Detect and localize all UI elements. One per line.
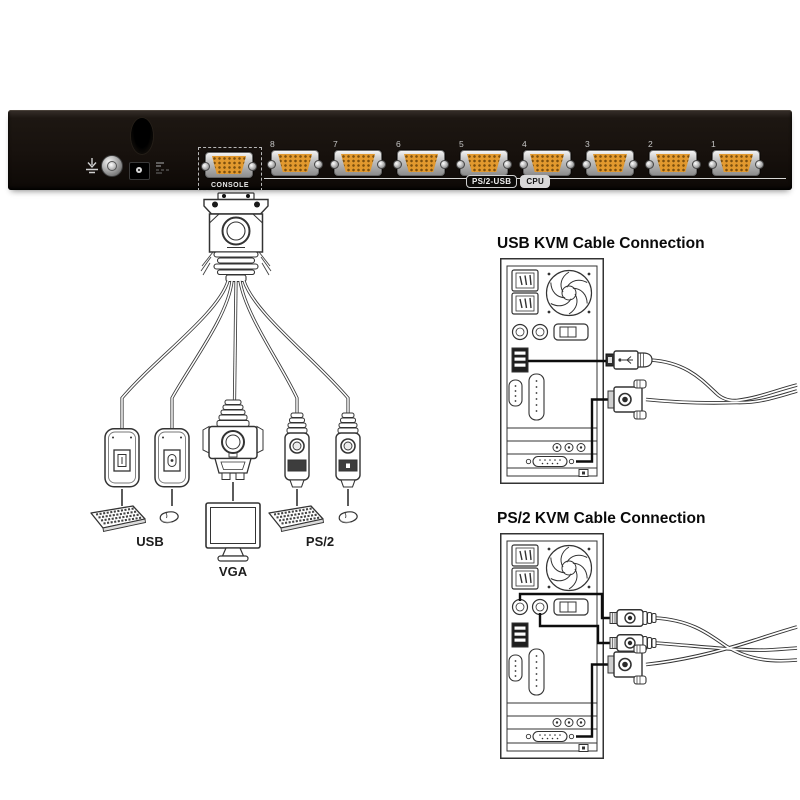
cpu-port-number: 6 [396,139,401,149]
usb-cables [645,358,798,405]
keyboard-icon [89,504,147,533]
console-cable-strands [120,280,350,428]
leader-lines [121,482,349,506]
computer-rear-panel-usb [500,258,604,484]
cpu-port-7: 7 [330,139,386,176]
vga-cable-plug [607,379,647,420]
port-screw [755,159,764,169]
usb-section-title: USB KVM Cable Connection [497,235,705,252]
ps2-mouse-plug-icon [335,412,361,488]
ps2-keyboard-connection-line [518,592,611,620]
cpu-port-number: 1 [711,139,716,149]
cpu-port-2: 2 [645,139,701,176]
ps2-mouse-cable-plug [609,634,657,652]
ps2-section-title: PS/2 KVM Cable Connection [497,510,706,527]
cpu-port-number: 8 [270,139,275,149]
usb-connection-diagram [500,258,798,484]
badge-cpu: CPU [520,175,551,188]
port-screw [692,159,701,169]
power-label-icon [156,162,169,174]
port-face [212,156,246,174]
console-vga-port [201,152,257,178]
vga-connection-line [576,663,609,738]
cpu-ports-legend: PS/2-USB CPU [466,175,551,188]
cpu-port-number: 4 [522,139,527,149]
cpu-port-number: 3 [585,139,590,149]
port-screw [393,159,402,169]
ps2-mouse-connection-line [538,613,611,645]
label-vga: VGA [218,564,248,579]
port-screw [314,159,323,169]
console-cable-connector [200,192,272,283]
cpu-port-number: 7 [333,139,338,149]
usb-cable-plug [605,350,653,370]
port-screw [267,159,276,169]
port-screw [566,159,575,169]
cpu-port-1: 1 [708,139,764,176]
badge-ps2-usb: PS/2-USB [466,175,518,188]
port-screw [248,161,257,171]
port-screw [503,159,512,169]
cpu-port-6: 6 [393,139,449,176]
port-screw [456,159,465,169]
port-screw [582,159,591,169]
vga-plug-icon [202,399,264,481]
port-screw [519,159,528,169]
dc-power-jack [129,162,150,180]
cpu-port-number: 2 [648,139,653,149]
port-screw [440,159,449,169]
ground-terminal-icon [86,158,98,174]
mouse-icon [338,511,358,524]
port-screw [330,159,339,169]
mounting-hole [131,118,153,154]
usb-keyboard-plug-icon [104,428,140,488]
cpu-port-number: 5 [459,139,464,149]
ps2-connection-diagram [500,533,798,759]
usb-mouse-plug-icon [154,428,190,488]
label-usb: USB [136,534,164,549]
port-screw [629,159,638,169]
cpu-port-8: 8 [267,139,323,176]
computer-rear-panel-ps2 [500,533,604,759]
ps2-keyboard-plug-icon [284,412,310,488]
port-screw [377,159,386,169]
label-ps2: PS/2 [305,534,335,549]
vga-connection-line [576,398,610,463]
ps2-cables [645,616,798,667]
console-port-label: CONSOLE [210,182,250,189]
port-screw [645,159,654,169]
grounding-screw [101,155,123,177]
mouse-icon [159,511,179,524]
port-screw [708,159,717,169]
monitor-icon [205,502,261,562]
keyboard-icon [267,504,325,533]
console-port-box: CONSOLE [198,147,262,191]
ps2-keyboard-cable-plug [609,609,657,627]
cpu-port-3: 3 [582,139,638,176]
cpu-port-4: 4 [519,139,575,176]
port-screw [201,161,210,171]
